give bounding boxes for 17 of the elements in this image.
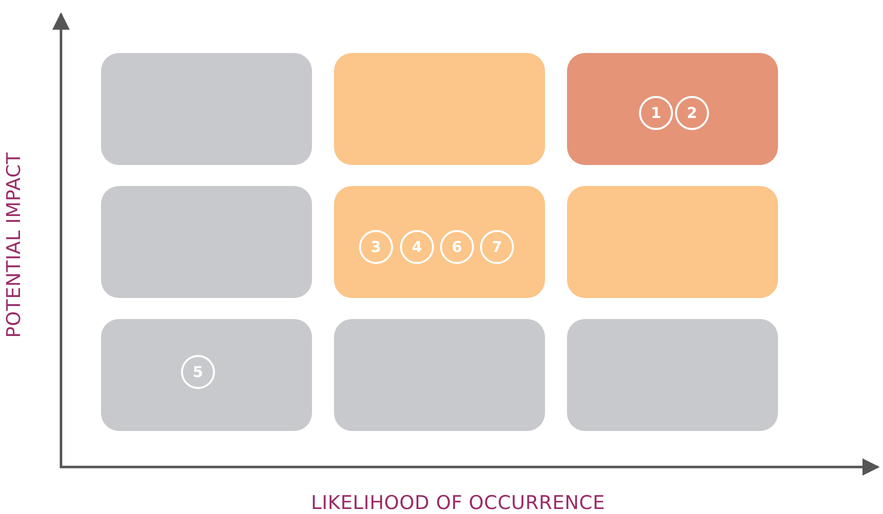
y-axis-title: POTENTIAL IMPACT: [3, 152, 25, 338]
risk-cell: [334, 319, 545, 431]
risk-cell: [334, 186, 545, 298]
risk-cell: [567, 186, 778, 298]
numbered-circle: 7: [480, 230, 514, 264]
risk-cell: [567, 53, 778, 165]
numbered-circle: 3: [359, 230, 393, 264]
risk-cell: [101, 186, 312, 298]
risk-cell: [101, 53, 312, 165]
numbered-circle: 2: [675, 96, 709, 130]
risk-cell: [567, 319, 778, 431]
risk-cell: [101, 319, 312, 431]
numbered-circle: 6: [440, 230, 474, 264]
numbered-circle: 1: [639, 96, 673, 130]
x-axis-title: LIKELIHOOD OF OCCURRENCE: [310, 492, 606, 514]
risk-cell: [334, 53, 545, 165]
numbered-circle: 4: [400, 230, 434, 264]
